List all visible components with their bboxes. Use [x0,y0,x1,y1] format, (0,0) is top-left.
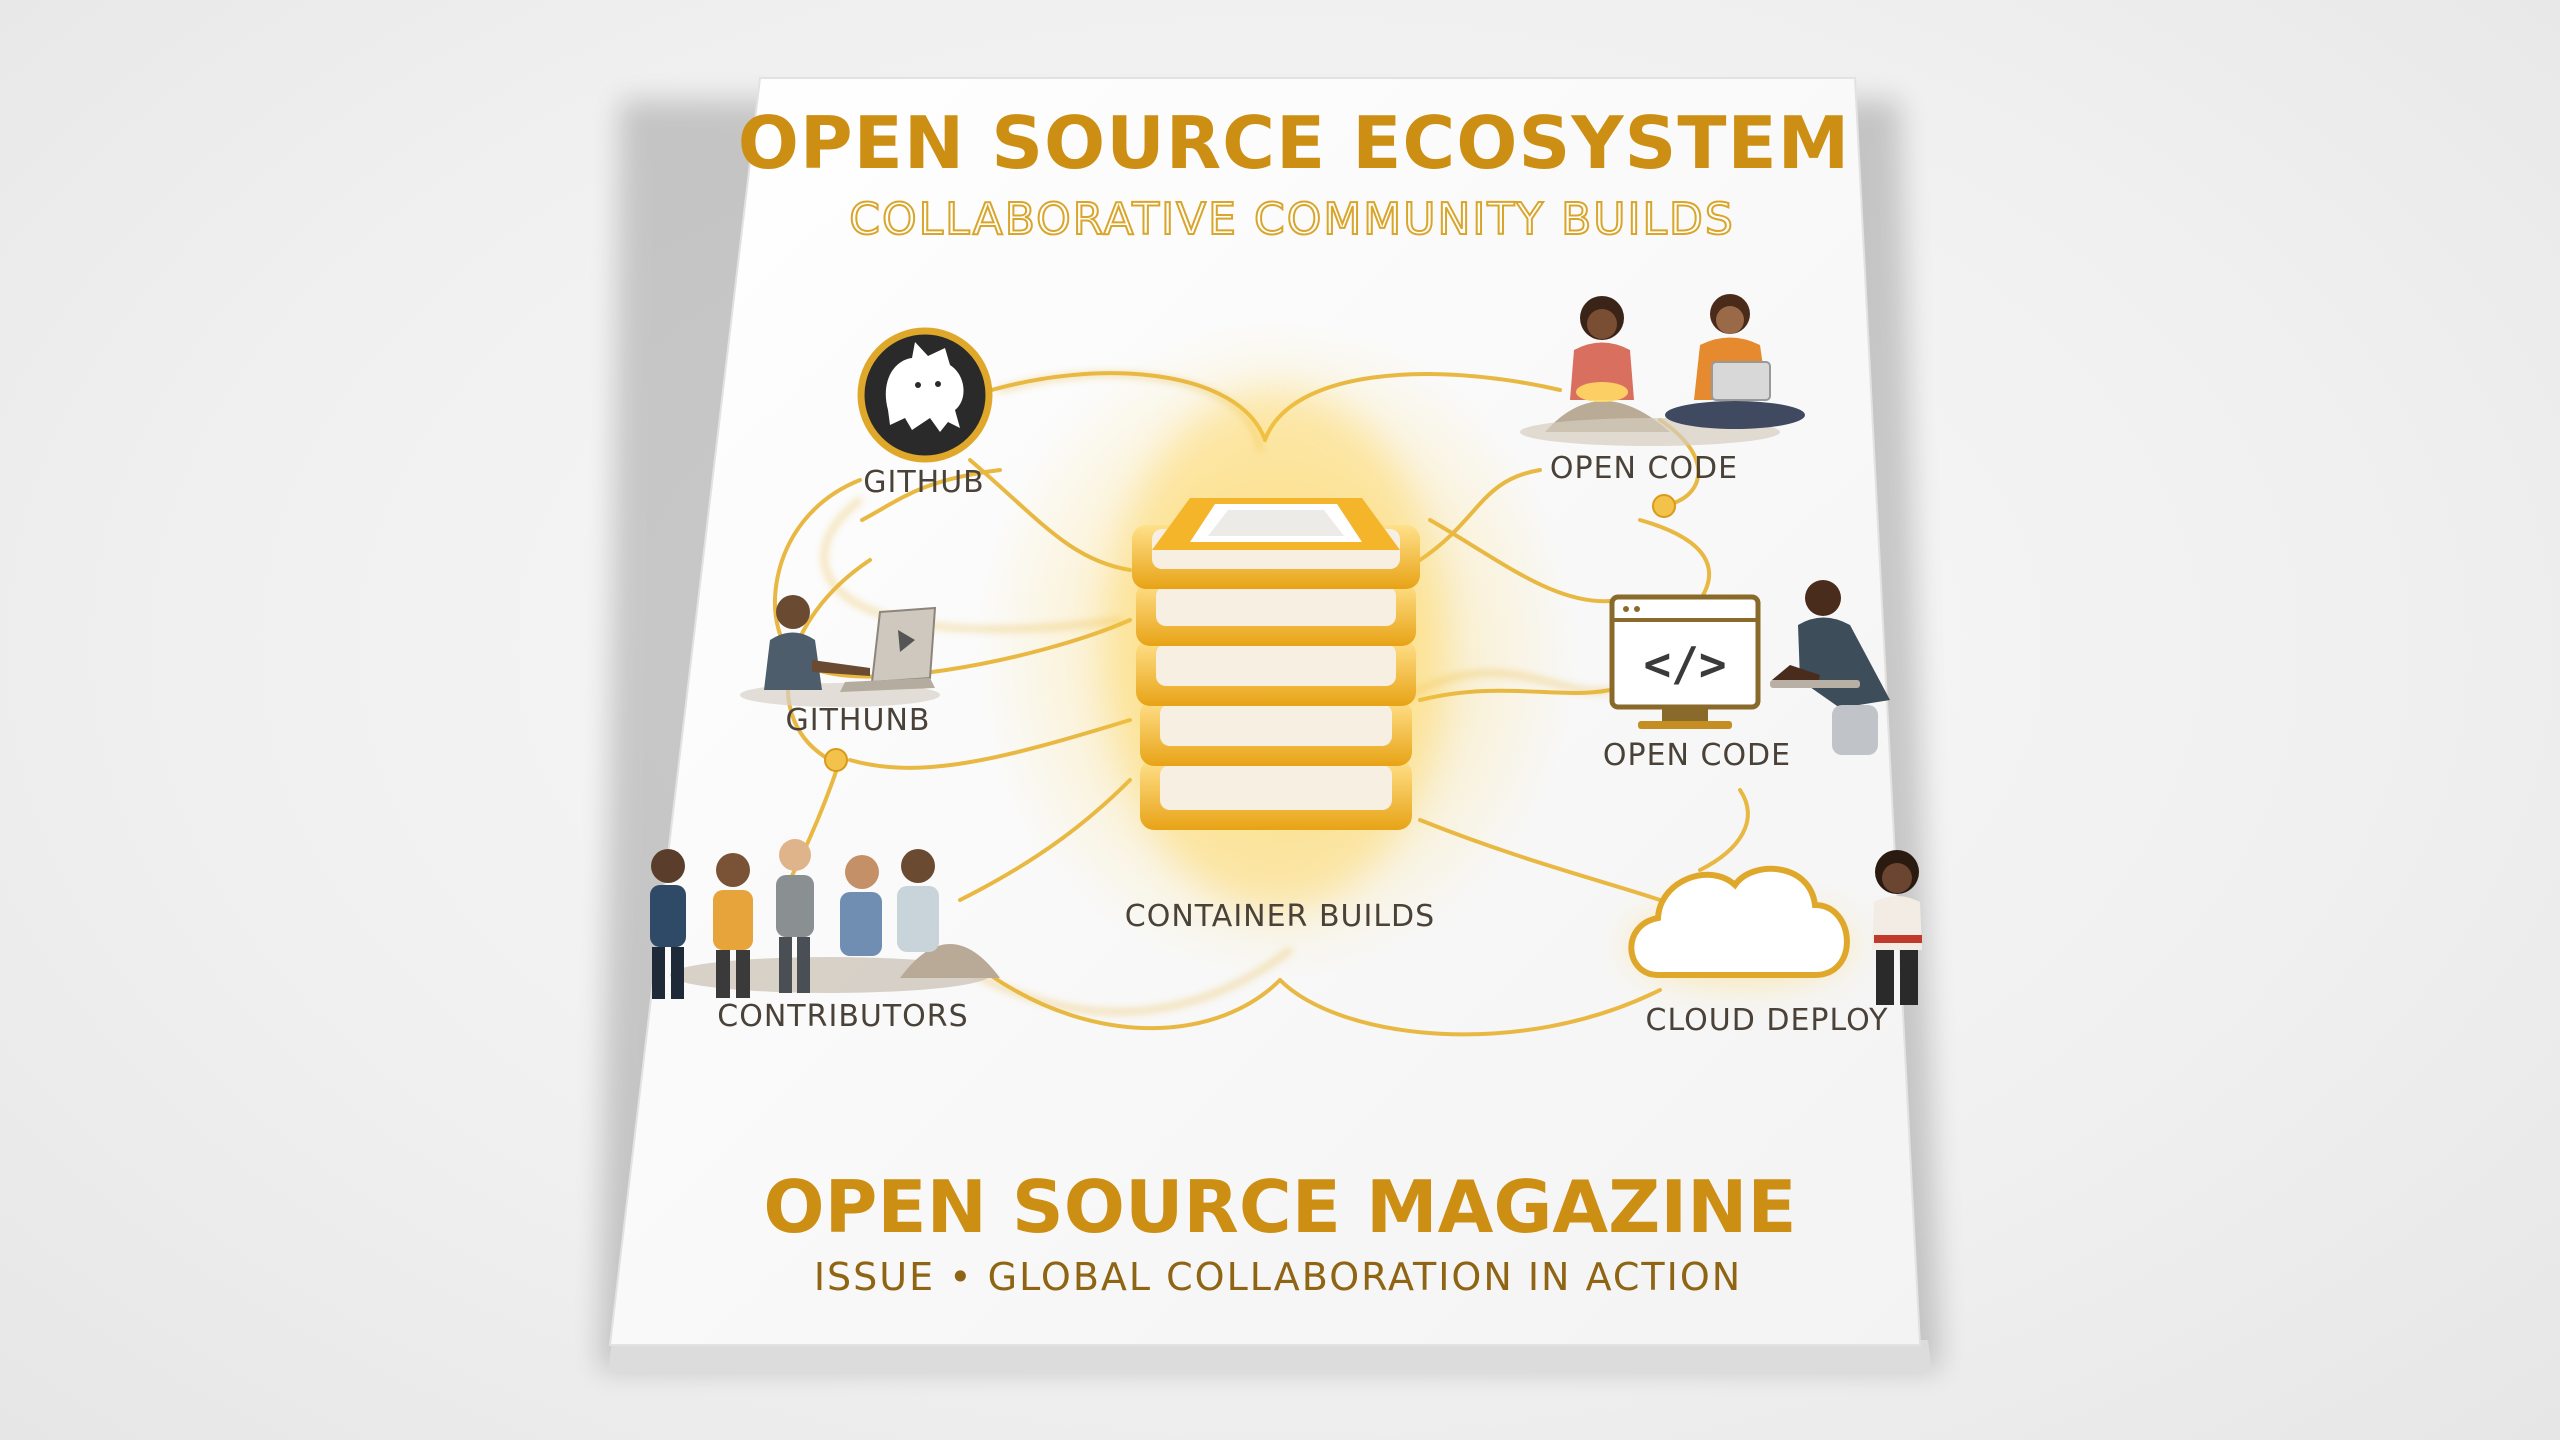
open-code-people [1520,294,1805,446]
node-dot-githunb [824,748,848,772]
container-stack-icon [1106,390,1446,910]
label-container-builds: CONTAINER BUILDS [1125,899,1435,934]
laptop-icon [1711,361,1771,401]
cover-subtitle: COLLABORATIVE COMMUNITY BUILDS [849,194,1735,245]
code-window-icon: </> [1609,594,1761,729]
magazine-name: OPEN SOURCE MAGAZINE [763,1165,1796,1249]
code-window-node: </> [1609,580,1890,755]
cloud-icon [1628,865,1850,983]
cloud-node [1628,850,1922,1005]
label-github-mid: GITHUNB [786,703,931,738]
deployer-person [1872,850,1922,1005]
label-contributors: CONTRIBUTORS [717,999,968,1034]
label-cloud-deploy: CLOUD DEPLOY [1646,1003,1889,1038]
octocat-icon [885,342,964,432]
label-open-code-mid: OPEN CODE [1603,738,1791,773]
node-dot-open-code [1652,494,1676,518]
contributors-group [650,839,1000,999]
laptop-icon [840,606,937,692]
issue-line: ISSUE • GLOBAL COLLABORATION IN ACTION [814,1255,1742,1299]
cover-title: OPEN SOURCE ECOSYSTEM [738,101,1851,185]
code-symbol: </> [1643,637,1726,691]
github-node [857,327,993,463]
coder-person [1770,580,1890,755]
label-github-top: GITHUB [863,465,985,500]
developer-at-laptop [740,595,940,707]
label-open-code-top: OPEN CODE [1550,451,1738,486]
